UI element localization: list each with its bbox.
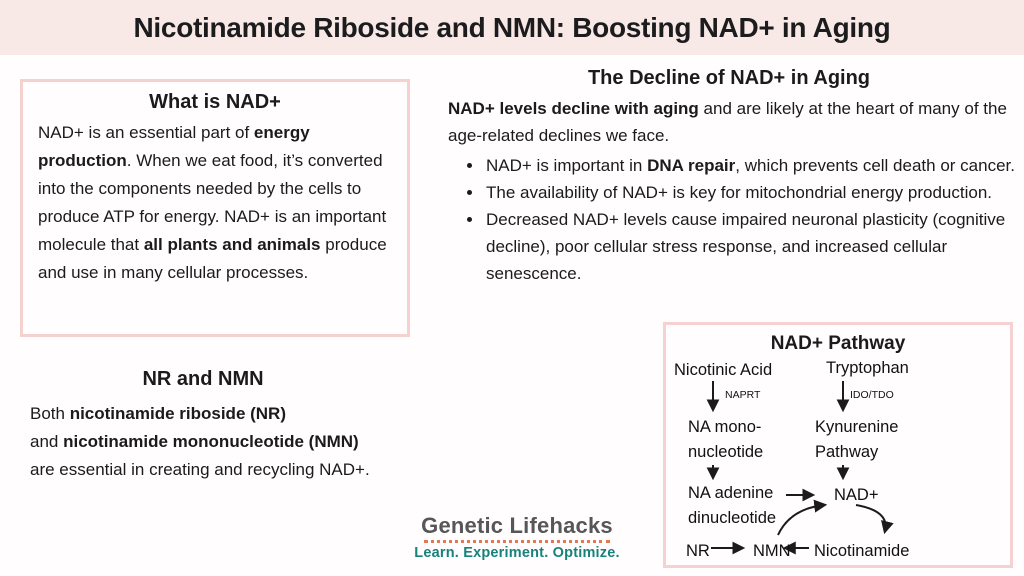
header-banner: Nicotinamide Riboside and NMN: Boosting … <box>0 0 1024 55</box>
node-nr: NR <box>686 542 710 560</box>
what-is-nad-box: What is NAD+ NAD+ is an essential part o… <box>20 79 410 337</box>
decline-bullet-2: The availability of NAD+ is key for mito… <box>484 179 1018 206</box>
decline-title: The Decline of NAD+ in Aging <box>587 67 871 89</box>
node-nicotinic-acid: Nicotinic Acid <box>674 361 773 379</box>
what-is-nad-body: NAD+ is an essential part of energy prod… <box>38 123 387 282</box>
nad-pathway-box: NAD+ Pathway Nicotinic Acid Tryptophan N… <box>663 322 1013 568</box>
node-nmn: NMN <box>753 542 791 560</box>
node-kynurenine-pathway: Kynurenine Pathway <box>815 418 899 461</box>
page-title: Nicotinamide Riboside and NMN: Boosting … <box>133 11 891 43</box>
node-na-adenine-dinucleotide: NA adenine dinucleotide <box>688 484 777 527</box>
nr-and-nmn-title: NR and NMN <box>142 368 264 390</box>
decline-intro: NAD+ levels decline with aging and are l… <box>448 99 1007 145</box>
decline-bullet-1: NAD+ is important in DNA repair, which p… <box>484 152 1018 179</box>
node-nad: NAD+ <box>834 486 879 504</box>
label-ido-tdo-enzyme: IDO/TDO <box>850 389 894 401</box>
arrow-nad-to-nicotinamide-curved <box>855 504 894 535</box>
arrow-nmn-to-nad-curved <box>777 499 828 536</box>
decline-of-nad-section: The Decline of NAD+ in Aging NAD+ levels… <box>448 67 1024 287</box>
nr-and-nmn-section: NR and NMN Both nicotinamide riboside (N… <box>30 368 460 484</box>
nr-and-nmn-line-1: Both nicotinamide riboside (NR) <box>30 404 286 423</box>
logo-tagline: Learn. Experiment. Optimize. <box>414 545 620 561</box>
decline-bullet-3: Decreased NAD+ levels cause impaired neu… <box>484 206 1018 287</box>
decline-bullet-list: NAD+ is important in DNA repair, which p… <box>448 152 1018 287</box>
genetic-lifehacks-logo: Genetic Lifehacks Learn. Experiment. Opt… <box>412 513 622 561</box>
nr-and-nmn-line-2: and nicotinamide mononucleotide (NMN) <box>30 432 359 451</box>
pathway-title: NAD+ Pathway <box>770 333 906 354</box>
logo-dotted-divider <box>424 540 610 543</box>
node-tryptophan: Tryptophan <box>826 359 909 377</box>
nad-pathway-diagram: NAD+ Pathway Nicotinic Acid Tryptophan N… <box>666 325 1010 565</box>
label-naprt-enzyme: NAPRT <box>725 389 761 401</box>
what-is-nad-title: What is NAD+ <box>149 91 281 113</box>
pathway-arrows <box>706 381 894 555</box>
node-na-mononucleotide: NA mono- nucleotide <box>688 418 764 461</box>
logo-name: Genetic Lifehacks <box>421 513 613 538</box>
nr-and-nmn-line-3: are essential in creating and recycling … <box>30 460 370 479</box>
node-nicotinamide: Nicotinamide <box>814 542 910 560</box>
